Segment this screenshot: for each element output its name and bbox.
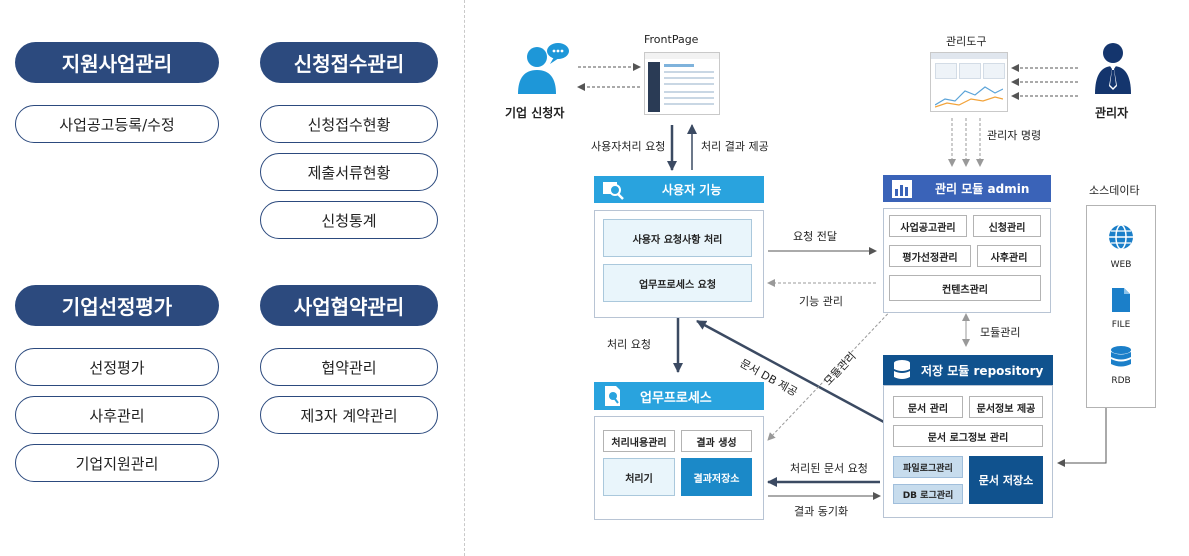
workflow-request-box: 업무프로세스 요청	[603, 264, 752, 302]
result-generate-box: 결과 생성	[681, 430, 752, 452]
db-log-box: DB 로그관리	[893, 484, 963, 504]
flow-function-manage: 기능 관리	[799, 295, 843, 308]
document-search-icon	[605, 386, 620, 406]
admin-chart-icon	[892, 179, 912, 198]
source-file-label: FILE	[1111, 320, 1131, 330]
storage-header: 저장 모듈 repository	[883, 355, 1053, 385]
menu-item-agreement[interactable]: 협약관리	[260, 348, 438, 386]
workflow-title: 업무프로세스	[640, 390, 712, 406]
menu-head-application[interactable]: 신청접수관리	[260, 42, 438, 83]
applicant-label: 기업 신청자	[505, 106, 565, 120]
flow-processed-doc-request: 처리된 문서 요청	[790, 462, 868, 475]
applicant-person-icon	[518, 43, 569, 94]
doc-info-box: 문서정보 제공	[969, 396, 1043, 418]
menu-item-aftercare[interactable]: 사후관리	[15, 396, 219, 434]
menu-item-announce[interactable]: 사업공고등록/수정	[15, 105, 219, 143]
user-func-title: 사용자 기능	[662, 183, 722, 197]
admin-label: 관리자	[1095, 106, 1129, 120]
source-data-title: 소스데이타	[1089, 184, 1140, 197]
doc-store-box: 문서 저장소	[969, 456, 1043, 504]
frontpage-thumbnail	[644, 52, 720, 115]
application-manage-box: 신청관리	[973, 215, 1041, 237]
database-icon	[894, 360, 910, 379]
admin-module-title: 관리 모듈 admin	[935, 182, 1030, 196]
admin-actor	[1093, 42, 1133, 94]
content-manage-box: 컨텐츠관리	[889, 275, 1041, 301]
flow-request-forward: 요청 전달	[793, 230, 837, 243]
workflow-header: 업무프로세스	[594, 382, 764, 410]
doc-log-manage-box: 문서 로그정보 관리	[893, 425, 1043, 447]
flow-admin-command: 관리자 명령	[987, 129, 1042, 142]
applicant-actor	[510, 40, 580, 95]
admin-tool-thumbnail	[930, 52, 1008, 112]
menu-item-selection[interactable]: 선정평가	[15, 348, 219, 386]
flow-process-request: 처리 요청	[607, 338, 651, 351]
flow-result-sync: 결과 동기화	[794, 505, 849, 518]
menu-item-company-support[interactable]: 기업지원관리	[15, 444, 219, 482]
menu-item-doc-status[interactable]: 제출서류현황	[260, 153, 438, 191]
file-icon	[1112, 288, 1130, 312]
announce-manage-box: 사업공고관리	[889, 215, 967, 237]
user-request-handling-box: 사용자 요청사항 처리	[603, 219, 752, 257]
processor-box: 처리기	[603, 458, 675, 496]
flow-module-manage: 모듈관리	[980, 326, 1021, 339]
doc-manage-box: 문서 관리	[893, 396, 963, 418]
process-content-box: 처리내용관리	[603, 430, 675, 452]
menu-head-support[interactable]: 지원사업관리	[15, 42, 219, 83]
flow-user-request: 사용자처리 요청	[591, 140, 666, 153]
section-divider	[464, 0, 465, 556]
storage-title: 저장 모듈 repository	[921, 363, 1044, 378]
user-func-header: 사용자 기능	[594, 176, 764, 203]
menu-head-evaluation[interactable]: 기업선정평가	[15, 285, 219, 326]
file-log-box: 파일로그관리	[893, 456, 963, 478]
menu-item-app-stats[interactable]: 신청통계	[260, 201, 438, 239]
frontpage-label: FrontPage	[644, 33, 699, 46]
source-web-label: WEB	[1110, 260, 1132, 270]
admin-tool-label: 관리도구	[946, 35, 987, 48]
source-rdb-label: RDB	[1111, 376, 1131, 386]
admin-module-header: 관리 모듈 admin	[883, 175, 1051, 202]
evaluation-manage-box: 평가선정관리	[889, 245, 971, 267]
menu-head-agreement[interactable]: 사업협약관리	[260, 285, 438, 326]
aftercare-manage-box: 사후관리	[977, 245, 1041, 267]
menu-item-third-party[interactable]: 제3자 계약관리	[260, 396, 438, 434]
web-globe-icon	[1109, 224, 1133, 250]
menu-item-app-status[interactable]: 신청접수현황	[260, 105, 438, 143]
admin-person-icon	[1095, 43, 1131, 94]
flow-result-provide: 처리 결과 제공	[701, 140, 769, 153]
database-stack-icon	[1111, 346, 1131, 367]
result-store-box: 결과저장소	[681, 458, 752, 496]
magnifier-monitor-icon	[603, 181, 624, 200]
